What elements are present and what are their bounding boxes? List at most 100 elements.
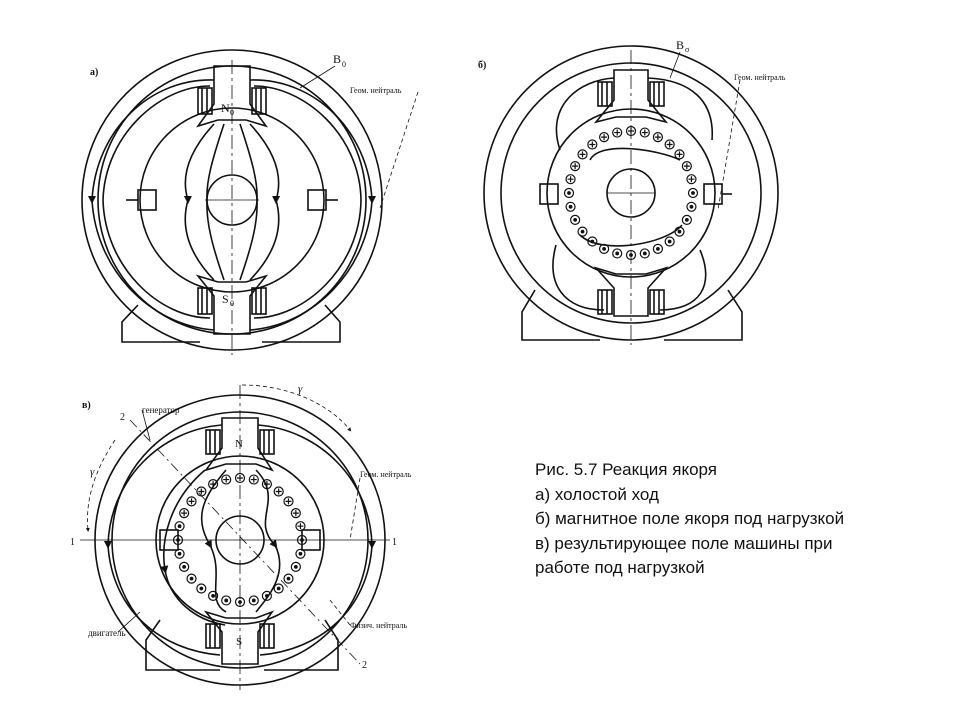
conductor-cross (589, 141, 596, 148)
svg-text:1: 1 (392, 537, 397, 548)
conductor-dot (189, 576, 194, 581)
conductor-cross (210, 481, 217, 488)
conductor-dot (689, 204, 694, 209)
conductor-in (273, 486, 284, 497)
diagram-a-north-label: N (221, 101, 230, 115)
conductor-in (577, 149, 588, 160)
figure-caption: Рис. 5.7 Реакция якоря а) холостой ход б… (535, 458, 945, 581)
conductor-out (295, 548, 306, 559)
conductor-out (686, 201, 697, 212)
conductor-out (261, 590, 273, 601)
conductor-dot (615, 251, 620, 256)
conductor-in (612, 127, 623, 138)
conductor-out (290, 561, 301, 573)
diagram-c-axis-2 (129, 419, 361, 665)
svg-text:1: 1 (70, 537, 75, 548)
conductor-dot (573, 218, 578, 222)
conductor-dot (300, 538, 304, 542)
conductor-cross (263, 481, 270, 488)
conductor-out (196, 583, 207, 594)
conductor-in (681, 160, 692, 172)
conductor-dot (298, 551, 303, 556)
diagram-b-neutral-label: Геом. нейтраль (734, 73, 786, 82)
diagram-a-base-left (121, 304, 200, 343)
conductor-dot (642, 251, 647, 256)
conductor-in (207, 479, 219, 490)
conductor-cross (654, 134, 661, 141)
svg-text:0: 0 (230, 108, 234, 117)
svg-text:σ: σ (685, 45, 690, 54)
diagram-b-conductors (563, 125, 699, 261)
conductor-cross (250, 476, 257, 483)
conductor-dot (590, 239, 595, 244)
diagram-b-label: б) (478, 60, 486, 71)
svg-text:2: 2 (362, 660, 367, 671)
diagram-b-yoke-outer (483, 45, 779, 341)
conductor-cross (567, 176, 574, 183)
conductor-cross (641, 129, 648, 136)
conductor-cross (285, 498, 292, 505)
diagram-c-generator-label: генератор (142, 405, 180, 415)
conductor-cross (683, 163, 690, 170)
conductor-in (295, 521, 306, 532)
conductor-out (598, 243, 610, 254)
conductor-out (570, 214, 581, 226)
conductor-out (234, 596, 246, 608)
conductor-in (179, 507, 190, 519)
conductor-out (296, 534, 308, 546)
diagram-a-flux-line (88, 79, 215, 331)
conductor-dot (238, 600, 242, 604)
conductor-out (172, 534, 184, 546)
conductor-dot (667, 239, 672, 244)
conductor-dot (265, 593, 269, 598)
conductor-out (207, 590, 219, 601)
diagram-a-south-label: S (222, 292, 229, 306)
caption-title: Рис. 5.7 Реакция якоря (535, 460, 717, 479)
svg-text:N: N (235, 438, 243, 450)
conductor-out (174, 521, 185, 532)
conductor-in (686, 174, 697, 185)
conductor-in (221, 474, 232, 485)
svg-text:0: 0 (342, 60, 346, 69)
conductor-in (674, 149, 685, 160)
conductor-out (639, 248, 650, 259)
conductor-cross (628, 128, 634, 134)
svg-text:2: 2 (120, 412, 125, 423)
conductor-dot (656, 246, 660, 251)
svg-text:γ: γ (90, 466, 95, 478)
conductor-cross (688, 176, 695, 183)
conductor-dot (567, 191, 571, 195)
conductor-dot (684, 218, 689, 222)
conductor-dot (224, 598, 229, 603)
conductor-out (625, 249, 637, 261)
diagram-c-conductors (172, 472, 308, 608)
conductor-in (283, 496, 294, 507)
diagram-c-motor-label: двигатель (88, 628, 126, 638)
conductor-in (248, 474, 259, 485)
caption-line-d: работе под нагрузкой (535, 558, 705, 577)
conductor-in (196, 486, 207, 497)
conductor-out (186, 573, 197, 584)
conductor-dot (286, 576, 291, 581)
conductor-out (283, 573, 294, 584)
conductor-dot (629, 253, 633, 257)
diagram-a-flux-label: B (333, 52, 341, 66)
svg-text:γ: γ (298, 383, 303, 395)
conductor-in (261, 479, 273, 490)
conductor-cross (275, 488, 282, 495)
diagram-a-yoke-outer (81, 49, 383, 351)
conductor-out (681, 214, 692, 226)
conductor-out (248, 595, 259, 606)
conductor-cross (223, 476, 230, 483)
diagram-b-south-pole (593, 266, 669, 317)
diagram-c-label: в) (82, 400, 91, 411)
conductor-in (565, 174, 576, 185)
conductor-cross (579, 151, 586, 158)
conductor-in (570, 160, 581, 172)
conductor-dot (568, 204, 573, 209)
conductor-in (186, 496, 197, 507)
conductor-dot (182, 565, 187, 569)
svg-text:S: S (236, 636, 242, 648)
conductor-dot (691, 191, 695, 195)
